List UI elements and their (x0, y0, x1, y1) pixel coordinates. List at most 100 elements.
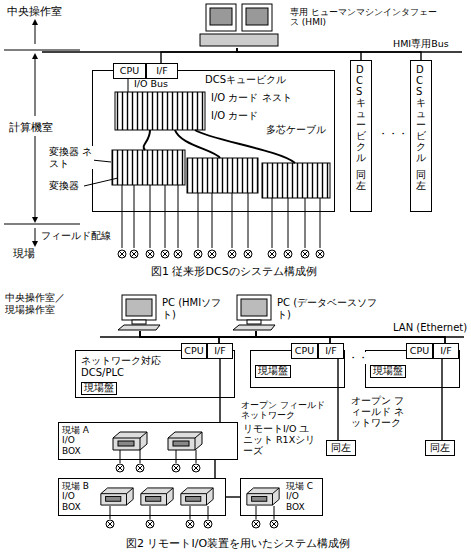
sensor (194, 250, 202, 258)
monitor (206, 4, 236, 31)
node-text: I/F (156, 66, 167, 76)
network-label: オープン フィールドネットワーク (240, 400, 334, 421)
sensor (116, 464, 124, 472)
sensor (192, 464, 200, 472)
keyboard (233, 325, 275, 330)
axis-arrow (35, 56, 36, 116)
remote-io-unit (141, 488, 173, 505)
node-text: I/F (325, 346, 336, 356)
node-text: 同左 (430, 443, 450, 453)
same-as-left-box: 同左 (425, 440, 455, 456)
screen (210, 8, 232, 25)
connector (441, 359, 442, 440)
field-sensors (118, 250, 324, 258)
node-text: CPU (120, 66, 139, 76)
cpu-box: CPU (181, 343, 207, 359)
figure-caption: 図2 リモートI/O装置を用いたシステム構成例 (125, 538, 351, 551)
sensor (172, 464, 180, 472)
remote-io-unit (101, 488, 133, 505)
sensor (252, 520, 260, 528)
cpu-box: CPU (406, 343, 433, 359)
io-box: 現場 C I/O BOX (240, 478, 323, 516)
dcs-cubicle: DCSキュービクル同左 (410, 60, 432, 212)
node-text: I/F (440, 346, 451, 356)
multicore-cable (175, 130, 220, 158)
screen (241, 299, 267, 316)
io-bus-line (128, 78, 129, 92)
io-box: 現場 B I/O BOX (58, 478, 226, 516)
ellipsis: ・・ (347, 352, 369, 364)
node-text: CPU (295, 346, 314, 356)
sensor (208, 250, 216, 258)
sensor (284, 250, 292, 258)
base (132, 320, 146, 324)
part-label: I/O カード ネスト (210, 92, 293, 104)
zone-divider (4, 224, 80, 225)
sensor (244, 250, 252, 258)
unit-wiring (110, 450, 274, 519)
io-card-nest (115, 92, 205, 130)
pc-station: PC (HMIソフト) (118, 293, 233, 331)
sensor (146, 250, 154, 258)
node-text: 専用 ヒューマンマシンインタフェース (HMI) (290, 7, 438, 28)
sensor (106, 520, 114, 528)
node-text: DCSキュービクル (205, 74, 286, 86)
node-text: DCSキュービクル (416, 64, 426, 163)
multicore-cable (144, 130, 150, 150)
cpu-box: CPU (291, 343, 318, 359)
node-text: 同左 (356, 169, 366, 191)
figure-caption: 図1 従来形DCSのシステム構成例 (150, 266, 318, 279)
node-text: 同左 (416, 169, 426, 191)
converter-nest (262, 163, 330, 198)
part-label: 変換器 (48, 180, 80, 192)
connector (337, 359, 338, 440)
part-label: I/O カード (210, 110, 259, 122)
remote-io-unit (168, 432, 202, 450)
field-panel: 現場盤CPUI/F (365, 350, 460, 388)
dcs-cubicle: DCSキュービクル同左 (350, 60, 372, 212)
sensor (174, 250, 182, 258)
zone-label: 計算機室 (8, 122, 54, 135)
field-panel: 現場盤CPUI/F (250, 350, 345, 388)
leader-line (84, 178, 118, 186)
node-text: PC (データベースソフト) (277, 297, 383, 320)
leader-line (92, 160, 111, 162)
part-label: リモートI/O ユニット R1Xシリーズ (242, 424, 318, 457)
sensor (301, 250, 309, 258)
cpu-box: CPU (113, 63, 146, 79)
field-wiring (122, 185, 320, 248)
sensor (161, 250, 169, 258)
sensor (316, 250, 324, 258)
bus-label: HMI専用Bus (392, 39, 450, 50)
connector (214, 460, 215, 478)
sensor (204, 520, 212, 528)
part-label: 変換器 ネスト (48, 146, 94, 169)
node-text: CPU (184, 346, 203, 356)
monitor (122, 295, 156, 320)
axis-arrow (35, 228, 36, 244)
node-text: DCSキュービクル (356, 64, 366, 163)
sensor (130, 250, 138, 258)
desk (200, 34, 278, 46)
same-as-left-box: 同左 (326, 440, 356, 456)
zone-label: 中央操作室／ 現場操作室 (4, 292, 76, 315)
if-box: I/F (146, 63, 178, 79)
connector (226, 496, 240, 497)
sensor (186, 520, 194, 528)
zone-label: 現場 (12, 248, 36, 261)
sensor (146, 520, 154, 528)
network-label: オープン フィールド ネットワーク (350, 396, 412, 429)
keyboard (118, 325, 160, 330)
node-text: CPU (410, 346, 429, 356)
network-label: LAN (Ethernet) (392, 322, 468, 334)
part-label: フィールド配線 (40, 230, 112, 242)
sensor (118, 250, 126, 258)
if-box: I/F (207, 343, 233, 359)
converter-nest (187, 158, 258, 193)
node-text: 現場盤 (370, 365, 406, 378)
node-text: 現場盤 (81, 382, 117, 395)
node-text: PC (HMIソフト) (162, 297, 230, 320)
sensor (270, 520, 278, 528)
card-nests (84, 78, 330, 248)
node-text: 同左 (331, 443, 351, 453)
